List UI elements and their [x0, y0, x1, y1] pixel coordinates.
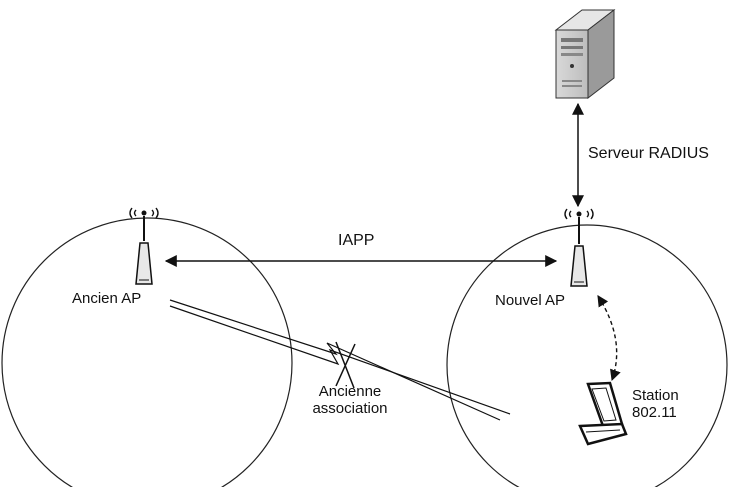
station-label-line1: Station	[632, 387, 679, 404]
broken-link-x-icon	[335, 341, 356, 389]
station-label: Station 802.11	[632, 387, 679, 421]
server-tower-icon	[554, 8, 616, 100]
old-association-label-line1: Ancienne	[318, 383, 382, 400]
station-label-line2: 802.11	[632, 404, 677, 421]
old-association-label: Ancienne association	[300, 383, 400, 417]
new-ap-label: Nouvel AP	[495, 292, 566, 309]
laptop-icon	[578, 381, 628, 446]
old-association-link	[169, 299, 511, 421]
new-ap-coverage-cell	[446, 224, 728, 487]
new-ap-antenna-icon	[564, 208, 594, 287]
server-label: Serveur RADIUS	[588, 145, 709, 162]
old-ap-antenna-icon	[129, 207, 159, 285]
new-association-arrow	[597, 295, 621, 382]
old-ap-label: Ancien AP	[72, 290, 142, 307]
old-association-label-line2: association	[312, 400, 388, 417]
iapp-label: IAPP	[338, 232, 375, 249]
old-ap-coverage-cell	[1, 217, 293, 487]
